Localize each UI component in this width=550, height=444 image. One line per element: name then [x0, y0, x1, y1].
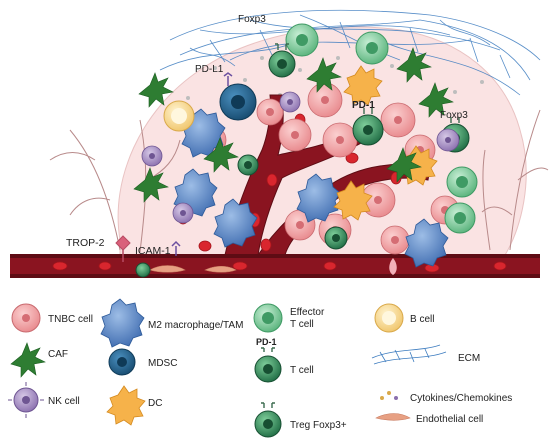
pd-l1-receptor	[223, 72, 233, 86]
tumor-mass	[117, 26, 527, 256]
legend-tcell-label: T cell	[290, 365, 314, 376]
ecm-fibers	[159, 9, 541, 96]
endothelial-cells	[149, 265, 237, 273]
t-cells	[135, 43, 470, 278]
legend-effector-label-2: T cell	[290, 319, 314, 330]
legend-cytokines-icon	[380, 391, 398, 400]
legend-ecm-label: ECM	[458, 353, 480, 364]
legend-nk-icon	[8, 382, 44, 418]
legend-mdsc-icon	[108, 348, 136, 376]
legend-treg-label: Treg Foxp3+	[290, 420, 347, 431]
legend-bcell-label: B cell	[410, 314, 434, 325]
vessel-droplet	[389, 258, 397, 275]
legend-m2-icon	[100, 298, 145, 348]
mdsc-cells	[219, 83, 257, 121]
legend-treg-icon	[254, 402, 282, 438]
legend-tnbc-icon	[11, 303, 41, 333]
b-cells	[163, 100, 195, 132]
legend-nk-label: NK cell	[48, 396, 80, 407]
tnbc-cells	[197, 82, 460, 255]
legend-tnbc-label: TNBC cell	[48, 314, 93, 325]
legend-pd1-label: PD-1	[256, 337, 277, 347]
legend-ecm-icon	[371, 344, 447, 365]
legend-tcell-icon	[254, 347, 282, 383]
effector-t-cells	[285, 23, 478, 234]
label-foxp3-top: Foxp3	[238, 14, 266, 25]
legend-endothelial-label: Endothelial cell	[416, 414, 483, 425]
m2-macrophages	[173, 108, 449, 268]
label-foxp3-right: Foxp3	[440, 110, 468, 121]
legend-effector-icon	[253, 303, 283, 333]
caf-cells	[133, 47, 454, 203]
legend-mdsc-label: MDSC	[148, 358, 177, 369]
legend-caf-label: CAF	[48, 349, 68, 360]
legend-m2-label: M2 macrophage/TAM	[148, 320, 243, 331]
blood-vessel	[10, 254, 540, 278]
legend-effector-label-1: Effector	[290, 307, 325, 318]
icam1-marker	[171, 240, 181, 256]
label-pd-1-top: PD-1	[352, 100, 375, 111]
legend-bcell-icon	[374, 303, 404, 333]
label-trop2: TROP-2	[66, 237, 105, 249]
trop2-marker	[115, 235, 131, 262]
legend-cytokines-label: Cytokines/Chemokines	[410, 393, 512, 404]
legend-dc-icon	[106, 385, 146, 426]
legend: TNBC cell CAF NK cell M2 macrophage/TAM …	[8, 298, 512, 438]
nk-cells	[141, 91, 460, 224]
legend-dc-label: DC	[148, 398, 162, 409]
label-pd-l1: PD-L1	[195, 64, 224, 75]
legend-caf-icon	[10, 342, 46, 378]
label-icam1: ICAM-1	[135, 245, 171, 257]
legend-endothelial-icon	[375, 413, 411, 421]
